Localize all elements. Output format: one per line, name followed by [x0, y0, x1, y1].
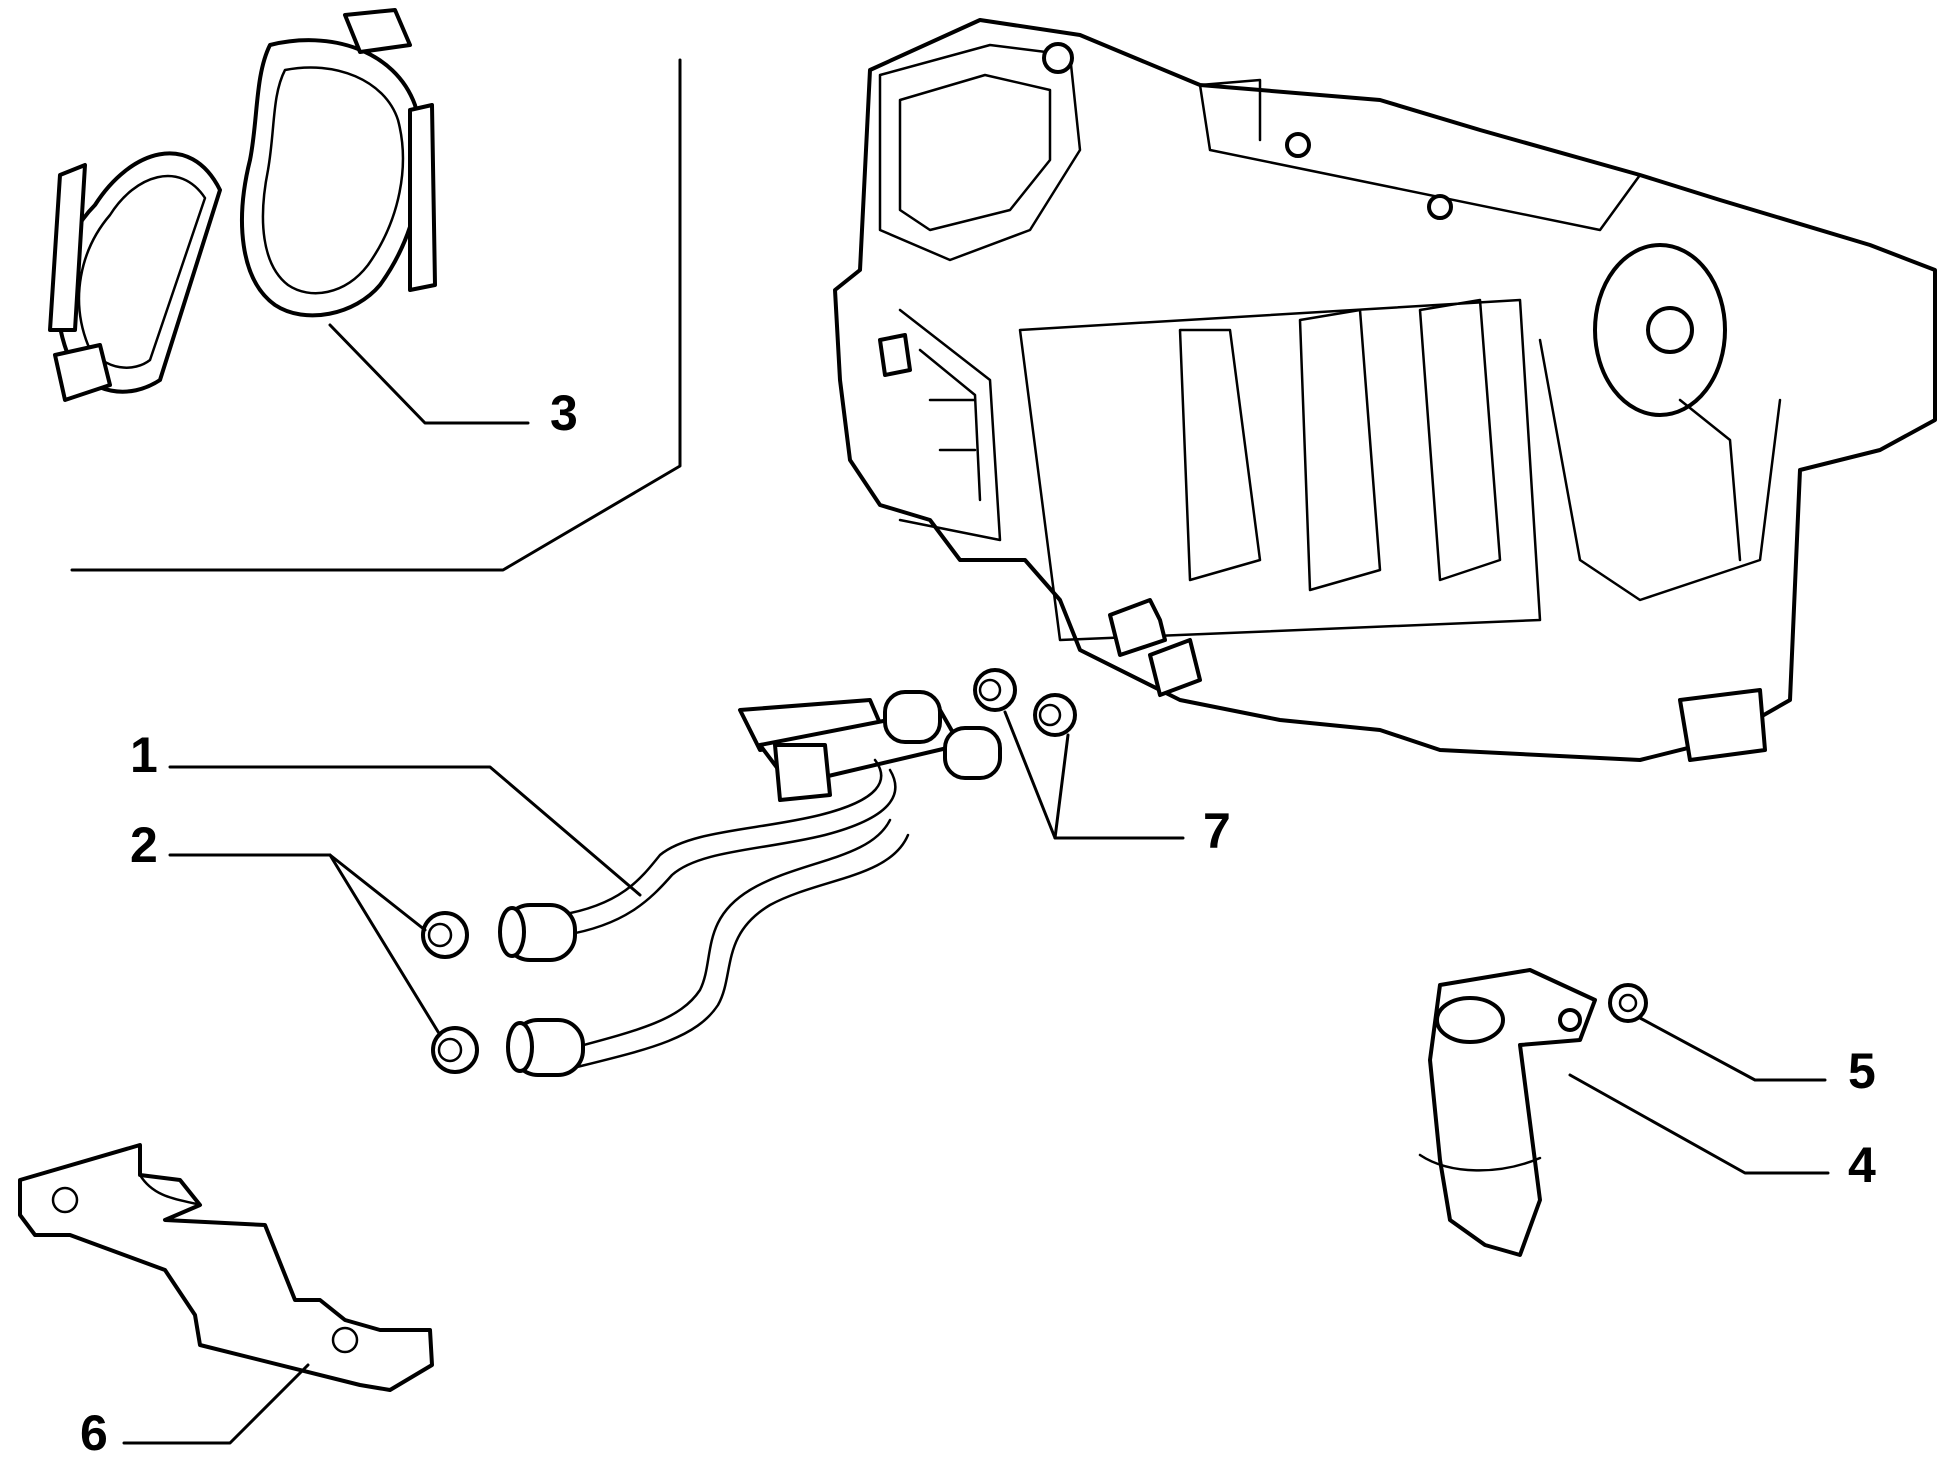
callout-6: 6	[80, 1405, 108, 1460]
callout-1: 1	[130, 727, 158, 783]
part-1-heater-pipes	[498, 690, 1002, 1077]
leader-7a	[1003, 710, 1185, 840]
leader-lines	[122, 323, 1830, 1445]
leader-7b	[1053, 733, 1070, 840]
callout-2: 2	[130, 817, 158, 873]
leader-2a	[168, 853, 427, 932]
inset-frame	[70, 58, 682, 572]
part-2-hose-clips	[421, 911, 479, 1074]
leader-6	[122, 1363, 310, 1445]
leader-1	[168, 765, 642, 897]
callout-5: 5	[1848, 1043, 1876, 1099]
part-5-nut	[1608, 983, 1648, 1023]
part-4-elbow-duct	[1418, 968, 1597, 1257]
part-6-bracket	[18, 1143, 434, 1392]
leader-3	[328, 323, 530, 425]
part-7-hose-clips	[973, 668, 1077, 737]
callout-labels: 1 2 3 4 5 6 7	[80, 385, 1876, 1460]
callout-7: 7	[1203, 803, 1231, 859]
part-3-strap-clamps	[48, 8, 437, 402]
leader-2b	[328, 853, 442, 1037]
callout-4: 4	[1848, 1137, 1876, 1193]
heater-housing-assembly	[833, 18, 1937, 762]
leader-5	[1638, 1016, 1827, 1082]
leader-4	[1568, 1073, 1830, 1175]
callout-3: 3	[550, 385, 578, 441]
